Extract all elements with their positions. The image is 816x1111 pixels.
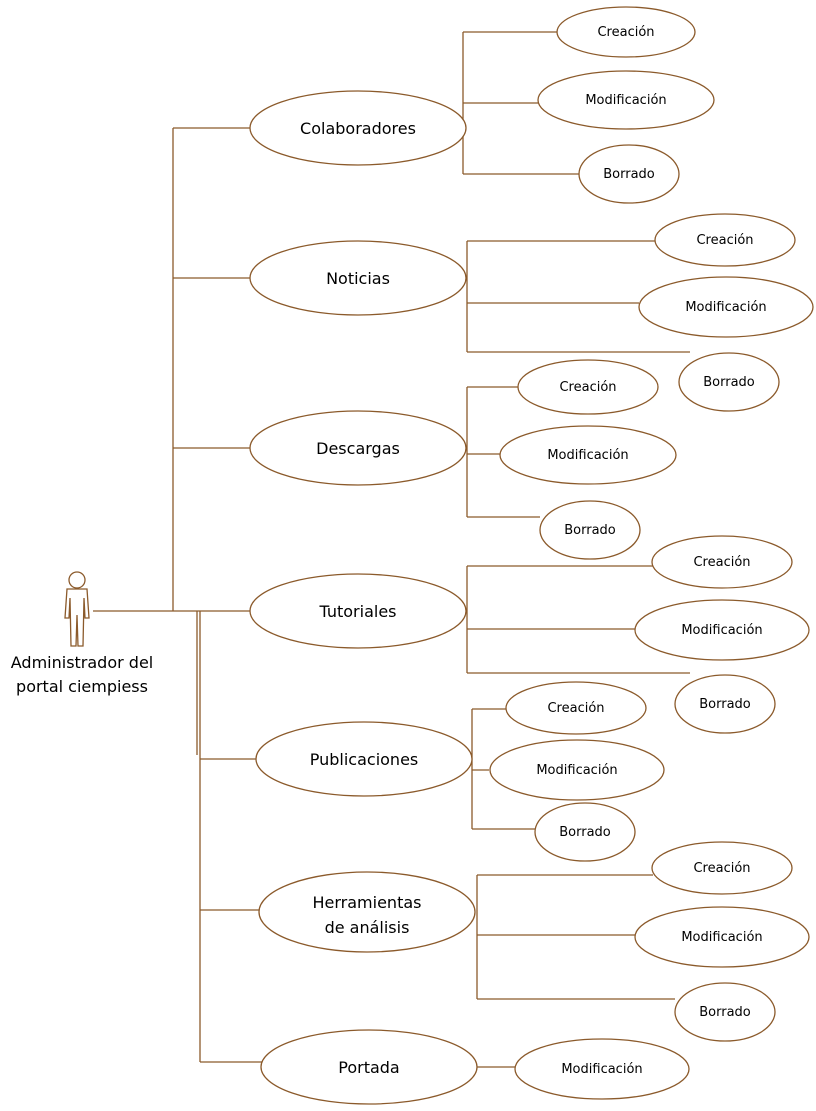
usecase-publicaciones-modificacion[interactable] xyxy=(489,739,665,801)
usecase-descargas[interactable] xyxy=(249,410,467,486)
usecase-descargas-borrado-label: Borrado xyxy=(564,523,616,538)
actor-figure-icon xyxy=(64,571,90,647)
usecase-publicaciones[interactable] xyxy=(255,721,473,797)
group-portada: Portada Modificación xyxy=(260,1029,690,1105)
actor-connectors xyxy=(93,127,262,1063)
usecase-tutoriales-modificacion[interactable] xyxy=(634,599,810,661)
usecase-herramientas-modificacion-label: Modificación xyxy=(681,930,762,945)
usecase-herramientas-label-line2: de análisis xyxy=(325,918,410,937)
usecase-noticias-label: Noticias xyxy=(326,269,390,288)
usecase-descargas-borrado[interactable] xyxy=(539,500,641,560)
group-publicaciones: Publicaciones Creación Modificación Borr… xyxy=(255,681,665,862)
usecase-tutoriales-label: Tutoriales xyxy=(319,602,397,621)
usecase-descargas-modificacion[interactable] xyxy=(499,425,677,485)
usecase-descargas-label: Descargas xyxy=(316,439,400,458)
usecase-tutoriales-borrado[interactable] xyxy=(674,674,776,734)
usecase-descargas-modificacion-label: Modificación xyxy=(547,448,628,463)
group-colaboradores: Colaboradores Creación Modificación Borr… xyxy=(249,6,715,204)
usecase-descargas-creacion[interactable] xyxy=(517,359,659,415)
usecase-colaboradores-borrado[interactable] xyxy=(578,144,680,204)
usecase-colaboradores-creacion[interactable] xyxy=(556,6,696,58)
usecase-herramientas-borrado-label: Borrado xyxy=(699,1005,751,1020)
usecase-colaboradores-label: Colaboradores xyxy=(300,119,416,138)
usecase-colaboradores-borrado-label: Borrado xyxy=(603,167,655,182)
usecase-tutoriales[interactable] xyxy=(249,573,467,649)
usecase-noticias-borrado-label: Borrado xyxy=(703,375,755,390)
usecase-publicaciones-modificacion-label: Modificación xyxy=(536,763,617,778)
usecase-portada-modificacion-label: Modificación xyxy=(561,1062,642,1077)
group-descargas: Descargas Creación Modificación Borrado xyxy=(249,359,677,560)
usecase-portada-label: Portada xyxy=(338,1058,399,1077)
usecase-noticias-creacion[interactable] xyxy=(654,213,796,267)
usecase-noticias-borrado[interactable] xyxy=(678,352,780,412)
usecase-herramientas-modificacion[interactable] xyxy=(634,906,810,968)
usecase-descargas-creacion-label: Creación xyxy=(559,380,616,395)
usecase-noticias-modificacion-label: Modificación xyxy=(685,300,766,315)
usecase-tutoriales-borrado-label: Borrado xyxy=(699,697,751,712)
usecase-noticias-creacion-label: Creación xyxy=(696,233,753,248)
group-noticias: Noticias Creación Modificación Borrado xyxy=(249,213,814,412)
usecase-portada[interactable] xyxy=(260,1029,478,1105)
usecase-publicaciones-borrado-label: Borrado xyxy=(559,825,611,840)
usecase-tutoriales-creacion[interactable] xyxy=(651,535,793,589)
usecase-colaboradores-modificacion[interactable] xyxy=(537,70,715,130)
usecase-tutoriales-modificacion-label: Modificación xyxy=(681,623,762,638)
usecase-publicaciones-creacion[interactable] xyxy=(505,681,647,735)
usecase-herramientas[interactable] xyxy=(258,871,476,953)
usecase-herramientas-creacion[interactable] xyxy=(651,841,793,895)
usecase-noticias[interactable] xyxy=(249,240,467,316)
usecase-noticias-modificacion[interactable] xyxy=(638,276,814,338)
actor-label-line1: Administrador del xyxy=(11,653,153,672)
usecase-publicaciones-label: Publicaciones xyxy=(310,750,419,769)
actor-label-line2: portal ciempiess xyxy=(16,677,148,696)
group-herramientas: Herramientas de análisis Creación Modifi… xyxy=(258,841,810,1042)
usecase-portada-modificacion[interactable] xyxy=(514,1038,690,1100)
usecase-herramientas-borrado[interactable] xyxy=(674,982,776,1042)
usecase-herramientas-label-line1: Herramientas xyxy=(313,893,422,912)
usecase-colaboradores-modificacion-label: Modificación xyxy=(585,93,666,108)
usecase-colaboradores[interactable] xyxy=(249,90,467,166)
usecase-publicaciones-borrado[interactable] xyxy=(534,802,636,862)
usecase-herramientas-creacion-label: Creación xyxy=(693,861,750,876)
usecase-tutoriales-creacion-label: Creación xyxy=(693,555,750,570)
usecase-publicaciones-creacion-label: Creación xyxy=(547,701,604,716)
group-tutoriales: Tutoriales Creación Modificación Borrado xyxy=(249,535,810,734)
usecase-colaboradores-creacion-label: Creación xyxy=(597,25,654,40)
